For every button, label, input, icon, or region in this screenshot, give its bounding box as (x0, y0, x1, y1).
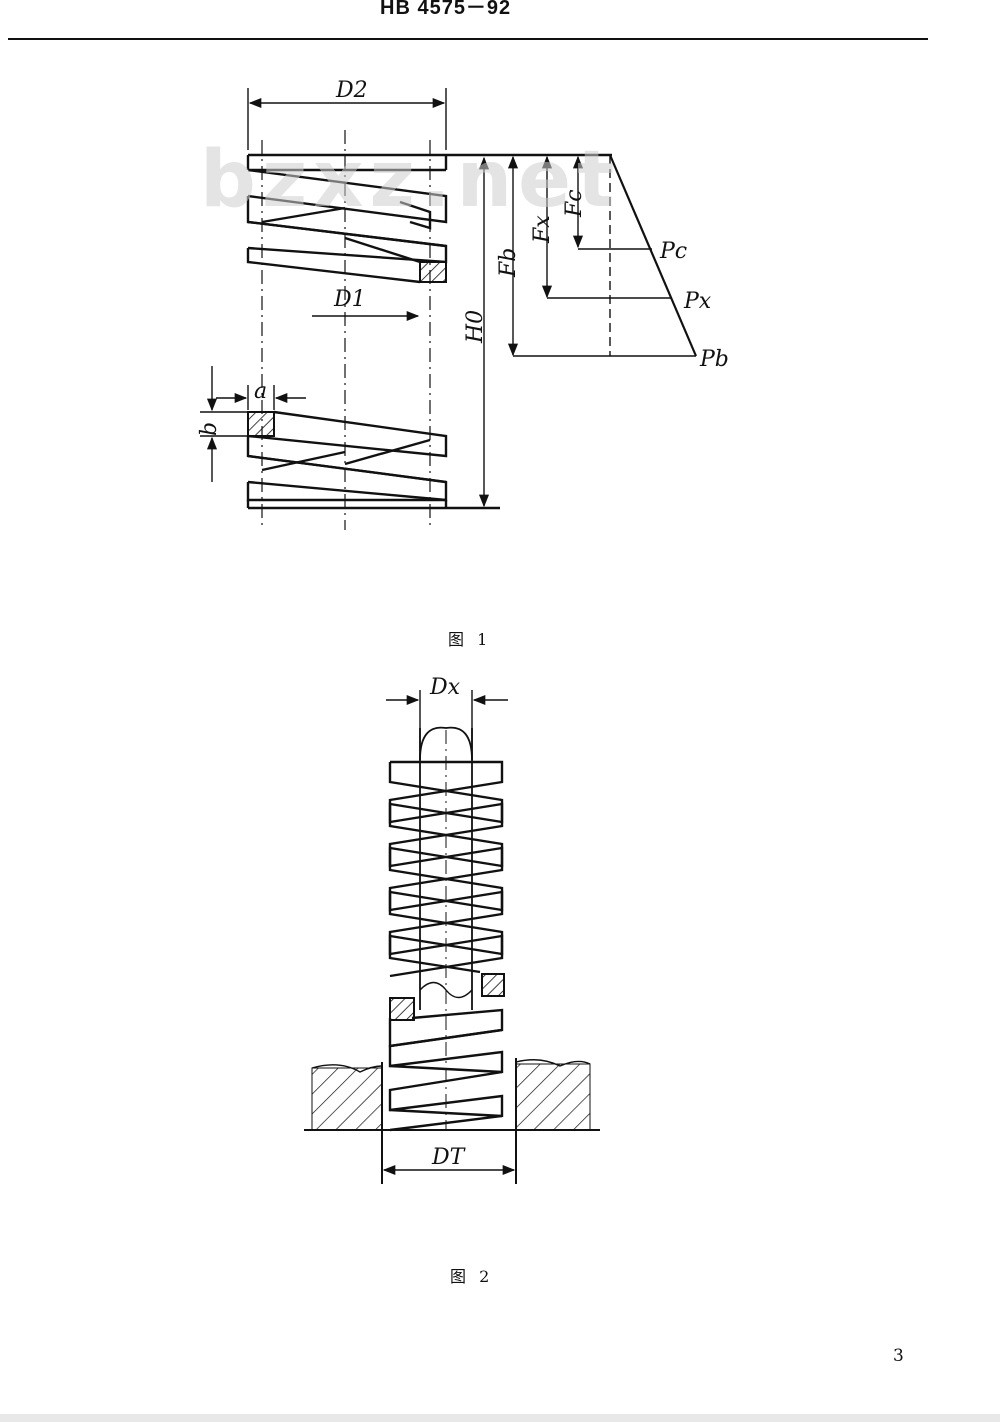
dx-label: Dx (429, 675, 461, 700)
figure2-spring (388, 760, 504, 1132)
d2-label: D2 (335, 78, 368, 103)
standard-code: HB 4575－92 (380, 0, 512, 19)
a-dimension (216, 385, 306, 410)
figure1-caption: 图 1 (448, 630, 492, 649)
fx-label: Fx (530, 215, 555, 244)
page-number: 3 (893, 1346, 904, 1366)
base-outline (304, 1058, 600, 1184)
watermark: bzxz.net (200, 135, 621, 225)
b-dimension (200, 366, 248, 482)
h0-label: H0 (463, 310, 488, 344)
page-header: HB 4575－92 (0, 0, 1000, 40)
d1-label: D1 (333, 287, 366, 312)
dt-label: DT (431, 1145, 467, 1170)
bottom-strip (0, 1414, 1000, 1422)
fc-label: Fc (562, 189, 587, 218)
section-right (481, 973, 505, 997)
header-rule (8, 38, 928, 40)
px-label: Px (683, 289, 712, 314)
a-label: a (254, 379, 267, 404)
fb-label: Fb (496, 248, 521, 278)
load-deflection-diagram (507, 154, 698, 357)
pb-label: Pb (699, 347, 729, 372)
dx-dimension (386, 690, 508, 760)
section-left (389, 997, 415, 1021)
figure2-caption: 图 2 (450, 1267, 494, 1286)
b-label: b (197, 422, 222, 436)
base-plate (311, 1063, 591, 1131)
pc-label: Pc (659, 239, 687, 264)
figure1-spring (246, 88, 612, 530)
